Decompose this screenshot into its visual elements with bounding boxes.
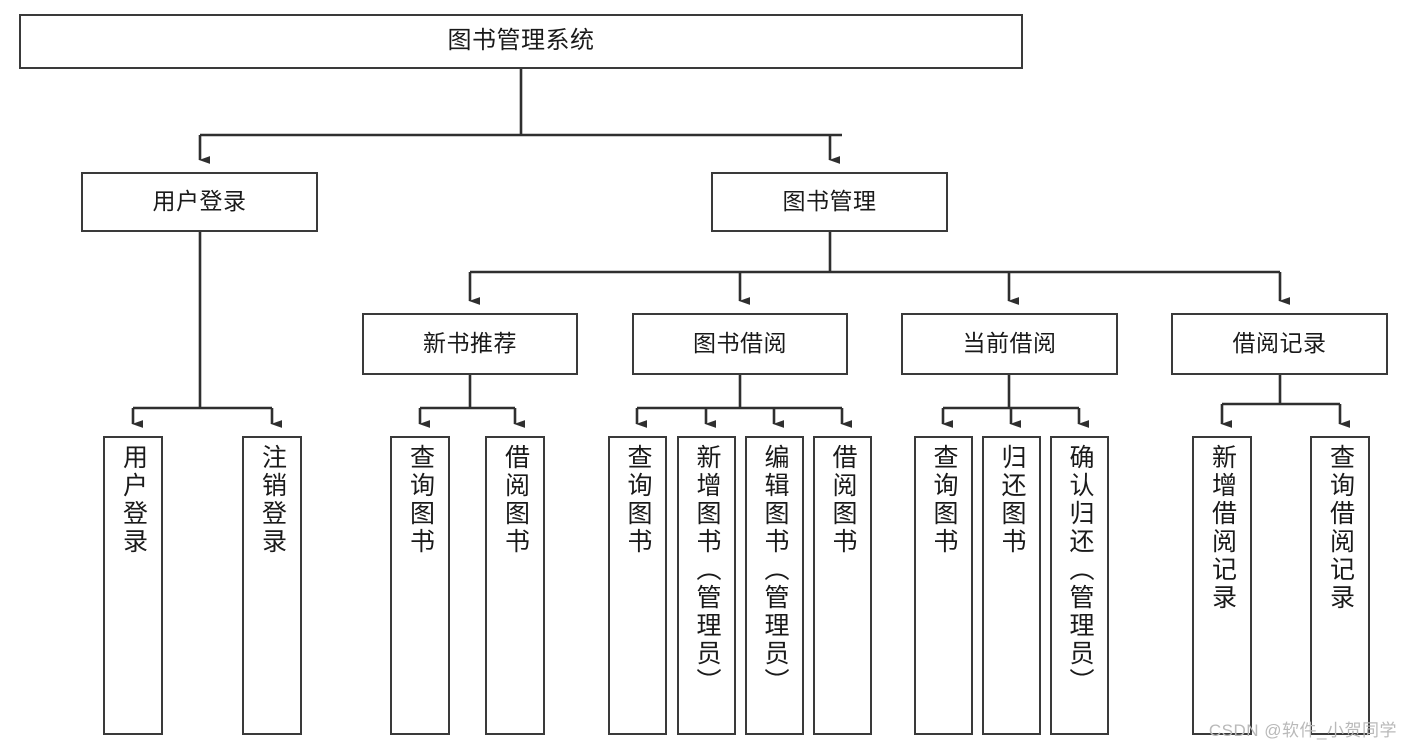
node-leaf-user-login[interactable]: 用户登录 [103,436,163,735]
node-label: 图书管理 [782,188,877,215]
node-leaf-add-borrow-record[interactable]: 新增借阅记录 [1192,436,1252,735]
node-label: 新增借阅记录 [1208,444,1237,612]
node-leaf-add-book-admin[interactable]: 新增图书（管理员） [677,436,736,735]
node-label: 查询图书 [624,444,652,556]
node-label: 当前借阅 [962,330,1057,357]
node-leaf-query-borrow-record[interactable]: 查询借阅记录 [1310,436,1370,735]
node-label: 注销登录 [258,444,287,556]
node-leaf-logout[interactable]: 注销登录 [242,436,302,735]
node-label: 新书推荐 [423,330,517,357]
node-label: 用户登录 [152,188,247,215]
node-label: 编辑图书（管理员） [761,444,789,696]
node-label: 归还图书 [998,444,1026,556]
node-label: 图书管理系统 [447,27,595,55]
node-user-login[interactable]: 用户登录 [81,172,318,232]
node-new-book-recommend[interactable]: 新书推荐 [362,313,578,375]
node-label: 确认归还（管理员） [1066,444,1094,696]
node-leaf-return-book[interactable]: 归还图书 [982,436,1041,735]
node-borrow-record[interactable]: 借阅记录 [1171,313,1388,375]
node-book-management[interactable]: 图书管理 [711,172,948,232]
node-label: 借阅图书 [829,444,857,556]
node-leaf-confirm-return-admin[interactable]: 确认归还（管理员） [1050,436,1109,735]
node-leaf-borrow-book-recommend[interactable]: 借阅图书 [485,436,545,735]
node-label: 图书借阅 [693,330,787,357]
node-label: 查询图书 [930,444,958,556]
watermark-text: CSDN @软件_小贺同学 [1208,721,1397,740]
node-label: 借阅记录 [1232,330,1327,357]
node-book-borrow[interactable]: 图书借阅 [632,313,848,375]
node-label: 借阅图书 [501,444,530,556]
node-current-borrow[interactable]: 当前借阅 [901,313,1118,375]
node-label: 新增图书（管理员） [693,444,721,696]
node-leaf-query-book-recommend[interactable]: 查询图书 [390,436,450,735]
node-label: 查询借阅记录 [1326,444,1355,612]
node-leaf-query-book-borrow[interactable]: 查询图书 [608,436,667,735]
node-leaf-edit-book-admin[interactable]: 编辑图书（管理员） [745,436,804,735]
node-label: 查询图书 [406,444,435,556]
node-label: 用户登录 [119,444,148,556]
node-leaf-query-book-current[interactable]: 查询图书 [914,436,973,735]
node-root-book-management-system[interactable]: 图书管理系统 [19,14,1023,69]
node-leaf-borrow-book[interactable]: 借阅图书 [813,436,872,735]
